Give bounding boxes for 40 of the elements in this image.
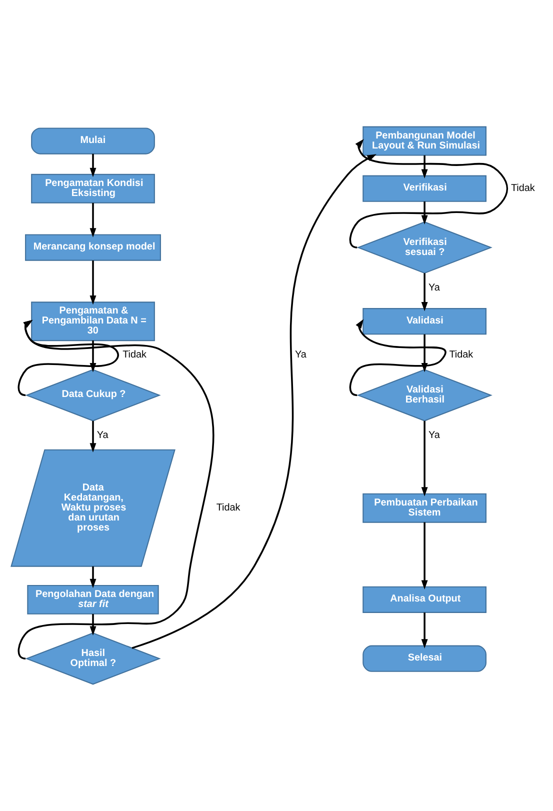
node-diamond: Verifikasi sesuai ?: [356, 221, 492, 274]
node-box: Pengamatan & Pengambilan Data N = 30: [31, 302, 155, 342]
node-box: Analisa Output: [362, 586, 486, 613]
edge-label: Tidak: [510, 183, 535, 194]
edge-label: Tidak: [216, 502, 240, 514]
arrow: [421, 202, 428, 225]
arrow: [18, 320, 214, 660]
edge-label: Ya: [428, 430, 440, 441]
node-box: Pembuatan Perbaikan Sistem: [362, 493, 486, 523]
node-box: Mulai: [31, 128, 155, 154]
node-box: Merancang konsep model: [25, 234, 161, 261]
arrow: [90, 260, 96, 305]
arrow: [349, 139, 508, 248]
edge-label: Ya: [96, 430, 108, 441]
node-diamond: Hasil Optimal ?: [25, 632, 161, 685]
node-box: Pembangunan Model Layout & Run Simulasi: [362, 126, 486, 156]
node-box: Validasi: [362, 308, 486, 335]
edge-label: Ya: [428, 282, 440, 294]
arrow: [90, 154, 96, 178]
arrow: [421, 420, 428, 496]
node-box: Pengamatan Kondisi Eksisting: [31, 174, 155, 204]
arrow: [132, 154, 376, 649]
arrow: [349, 319, 446, 396]
arrow: [90, 614, 96, 636]
arrow: [421, 155, 428, 178]
arrow: [90, 566, 96, 588]
arrow: [90, 202, 96, 238]
arrow: [421, 522, 428, 590]
node-diamond: Data Cukup ?: [25, 369, 161, 422]
node-box: Verifikasi: [362, 175, 486, 202]
arrow: [421, 612, 428, 648]
arrow: [18, 320, 119, 396]
edge-label: Ya: [295, 350, 306, 361]
edge-label: Tidak: [122, 350, 147, 361]
node-box: Selesai: [362, 645, 486, 672]
node-diamond: Validasi Berhasil: [356, 369, 492, 422]
edge-label: Tidak: [449, 350, 474, 361]
arrow: [90, 420, 96, 452]
node-box: Pengolahan Data dengan star fit: [27, 584, 159, 614]
arrow: [421, 273, 428, 312]
